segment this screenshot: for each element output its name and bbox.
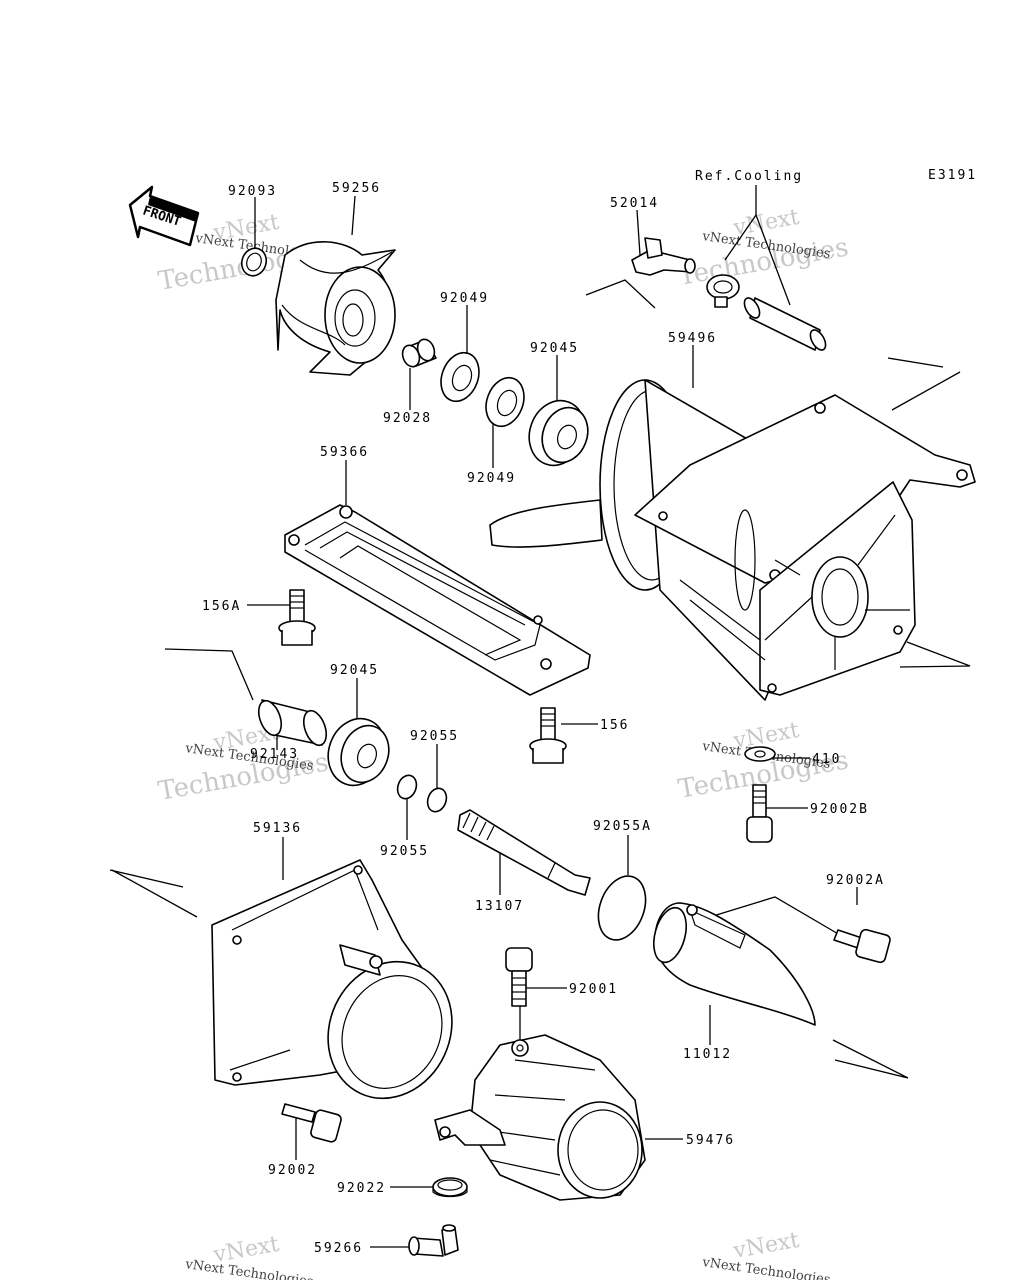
callout-92002: 92002 [268, 1163, 317, 1178]
callout-92045-top: 92045 [530, 341, 579, 356]
part-59266-fitting [408, 1224, 459, 1257]
callout-52014: 52014 [610, 196, 659, 211]
callout-92001: 92001 [569, 982, 618, 997]
callout-92045-middle: 92045 [330, 663, 379, 678]
leader-lines [109, 185, 971, 1248]
callout-59496: 59496 [668, 331, 717, 346]
callout-59266: 59266 [314, 1241, 363, 1256]
part-59366-plate [284, 504, 591, 696]
callout-13107: 13107 [475, 899, 524, 914]
callout-92002B: 92002B [810, 802, 869, 817]
callout-92049-bottom: 92049 [467, 471, 516, 486]
part-92055-oring-left [396, 774, 418, 800]
callout-92143: 92143 [250, 747, 299, 762]
part-92045-bearing-upper [528, 399, 589, 467]
part-92049-seal-upper [440, 351, 480, 403]
part-156-bolt [529, 707, 567, 764]
callout-92093: 92093 [228, 184, 277, 199]
part-92002A-bolt [833, 928, 891, 964]
callout-92049-top: 92049 [440, 291, 489, 306]
part-59496-pump-housing [489, 379, 976, 701]
part-59476-steering-nozzle [434, 1034, 646, 1201]
part-92045-bearing-middle [327, 717, 390, 787]
callout-156: 156 [600, 718, 629, 733]
callout-92055A: 92055A [593, 819, 652, 834]
callout-ref-cooling: Ref.Cooling [695, 169, 803, 184]
svg-text:vNext Technologies: vNext Technologies [700, 1255, 831, 1280]
part-59136-cone [211, 859, 453, 1100]
part-92001-bolt [505, 947, 533, 1007]
callout-92022: 92022 [337, 1181, 386, 1196]
callout-labels: 92093 59256 52014 Ref.Cooling 92049 9204… [202, 169, 885, 1256]
part-92143-collar [257, 699, 328, 747]
part-92055A-oring [597, 875, 647, 941]
part-92028-sleeve [401, 338, 437, 368]
diagram-code: E3191 [928, 168, 977, 183]
callout-92002A: 92002A [826, 873, 885, 888]
callout-156A: 156A [202, 599, 241, 614]
front-arrow-icon: FRONT [128, 185, 200, 247]
callout-11012: 11012 [683, 1047, 732, 1062]
part-52014-elbow-fitting [631, 237, 696, 276]
part-92002-bolt [281, 1103, 342, 1143]
parts [211, 237, 976, 1257]
part-92055-oring-right [426, 787, 448, 813]
watermark-top-right: Technologies vNext vNext Technologies [676, 205, 851, 292]
callout-59256: 59256 [332, 181, 381, 196]
part-92002B-bolt [746, 784, 773, 843]
watermark-bottom-right: vNext vNext Technologies [700, 1228, 831, 1280]
part-156A-bolt [278, 589, 316, 646]
part-59256-impeller [275, 241, 396, 376]
part-92022-washer [432, 1177, 468, 1198]
callout-59476: 59476 [686, 1133, 735, 1148]
watermark-bottom-left: vNext vNext Technologies [183, 1232, 314, 1280]
part-92093-cap [240, 247, 268, 277]
callout-59136: 59136 [253, 821, 302, 836]
callout-92028: 92028 [383, 411, 432, 426]
callout-92055-top: 92055 [410, 729, 459, 744]
callout-410: 410 [812, 752, 841, 767]
callout-92055-bottom: 92055 [380, 844, 429, 859]
part-410-washer [744, 746, 776, 762]
part-11012-nozzle [652, 902, 816, 1026]
callout-59366: 59366 [320, 445, 369, 460]
svg-text:vNext: vNext [731, 1228, 801, 1264]
part-92049-seal-lower [485, 376, 525, 428]
part-13107-shaft [457, 809, 591, 896]
part-cooling-hose-clamp [706, 274, 827, 351]
